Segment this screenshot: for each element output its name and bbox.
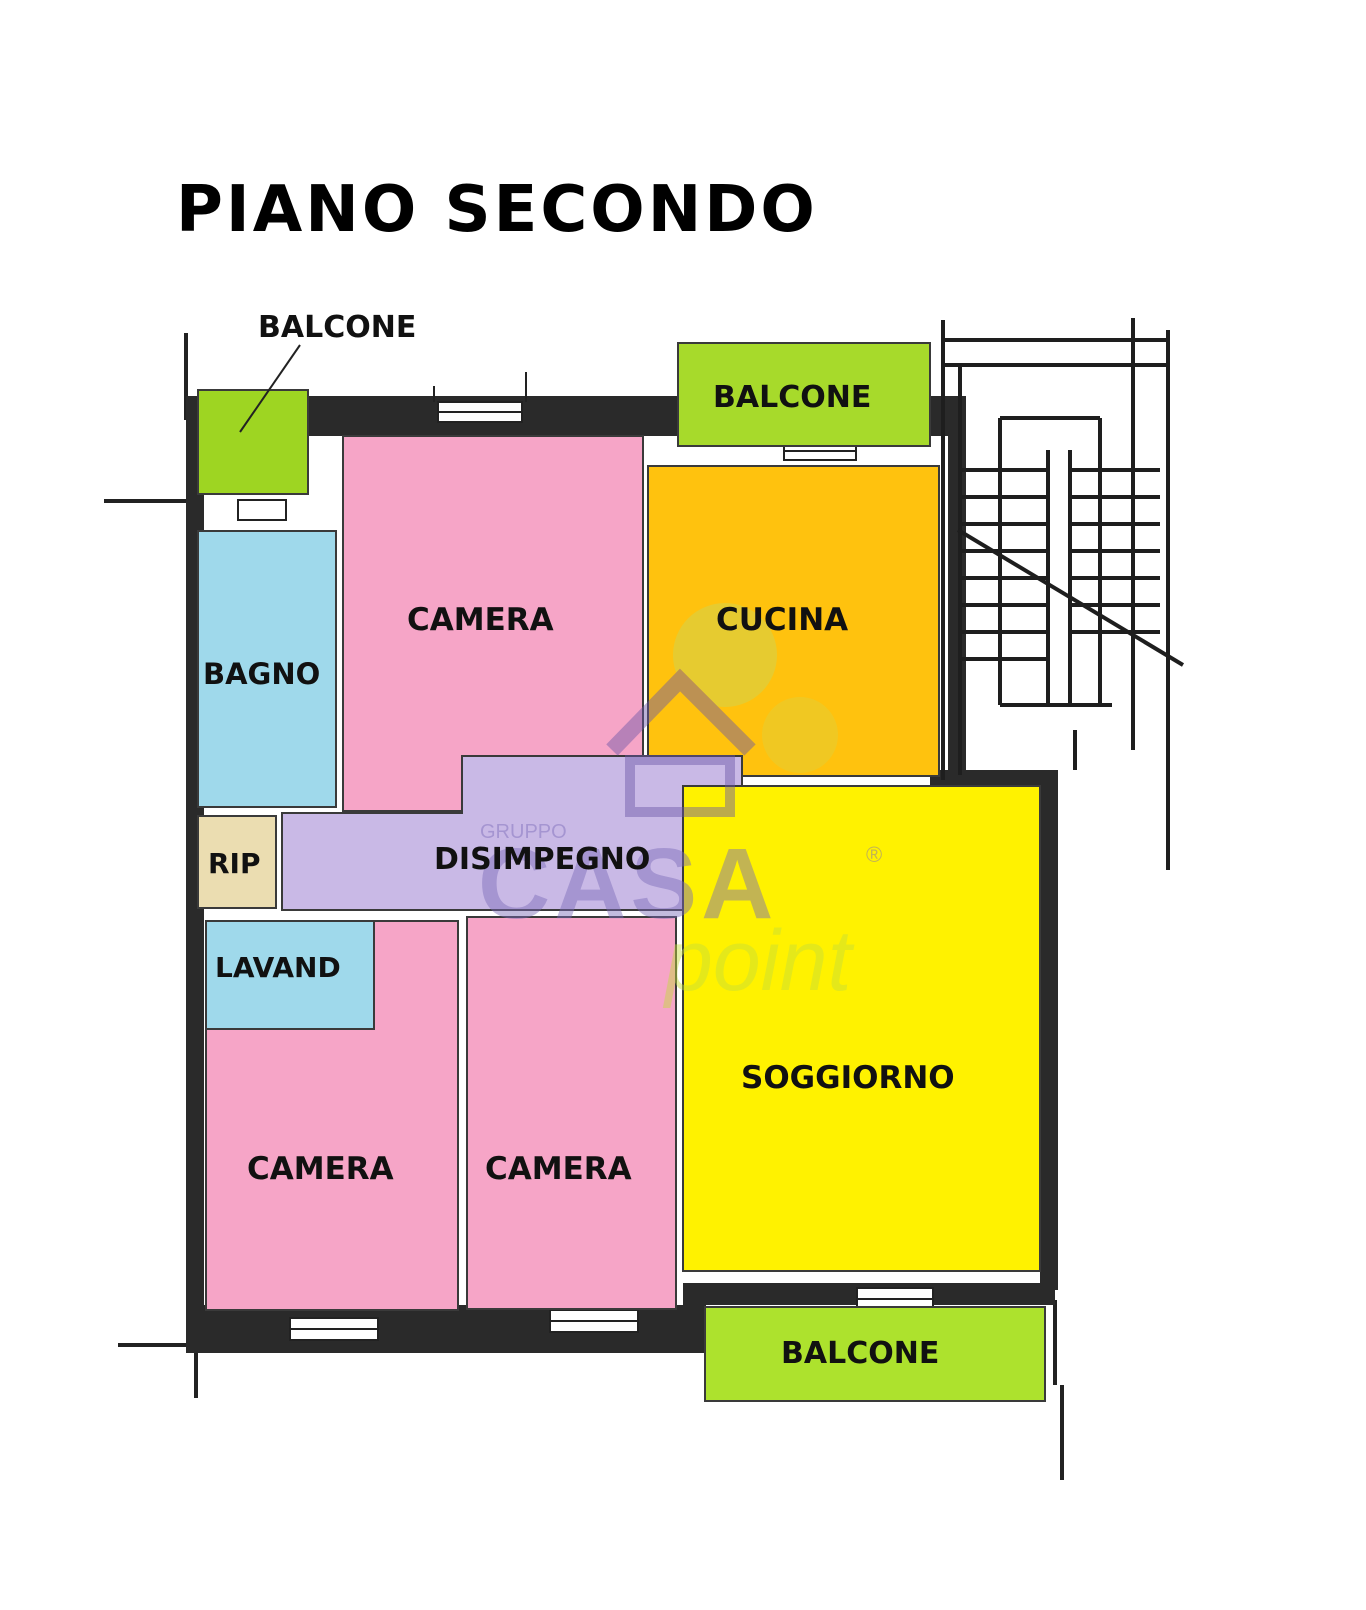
room-camera-bottom-mid bbox=[466, 916, 677, 1310]
window-lines bbox=[290, 372, 933, 1330]
room-balcone-small bbox=[197, 389, 309, 495]
staircase bbox=[941, 318, 1185, 870]
watermark-registered: ® bbox=[866, 842, 882, 867]
balcone-leader-line bbox=[239, 344, 301, 433]
room-balcone-bottom bbox=[704, 1306, 1046, 1402]
room-rip bbox=[197, 815, 277, 909]
watermark-point: point bbox=[662, 913, 855, 1009]
room-cucina bbox=[647, 465, 940, 777]
room-lavand bbox=[205, 920, 375, 1030]
room-soggiorno bbox=[682, 785, 1041, 1272]
label-soggiorno: SOGGIORNO bbox=[741, 1060, 955, 1096]
plan-title: PIANO SECONDO bbox=[176, 173, 818, 247]
watermark-casa: CASA bbox=[478, 828, 777, 940]
label-bagno: BAGNO bbox=[203, 657, 320, 691]
label-disimpegno: DISIMPEGNO bbox=[434, 842, 650, 877]
room-camera-top bbox=[342, 435, 644, 812]
label-camera-bottom-left: CAMERA bbox=[247, 1151, 394, 1187]
label-balcone-small: BALCONE bbox=[258, 310, 416, 345]
label-cucina: CUCINA bbox=[716, 602, 848, 638]
watermark-logo: GRUPPO CASA point ® bbox=[478, 603, 882, 1009]
label-camera-bottom-mid: CAMERA bbox=[485, 1151, 632, 1187]
label-balcone-top: BALCONE bbox=[713, 380, 871, 415]
room-camera-bottom-left bbox=[205, 920, 459, 1311]
label-balcone-bottom: BALCONE bbox=[781, 1336, 939, 1371]
room-disimpegno bbox=[281, 755, 743, 911]
watermark-gruppo: GRUPPO bbox=[480, 821, 567, 843]
room-bagno bbox=[197, 530, 337, 808]
room-balcone-top bbox=[677, 342, 931, 447]
label-lavand: LAVAND bbox=[215, 951, 341, 984]
label-rip: RIP bbox=[208, 847, 261, 880]
label-camera-top: CAMERA bbox=[407, 602, 554, 638]
exterior-lines bbox=[104, 333, 1064, 1480]
